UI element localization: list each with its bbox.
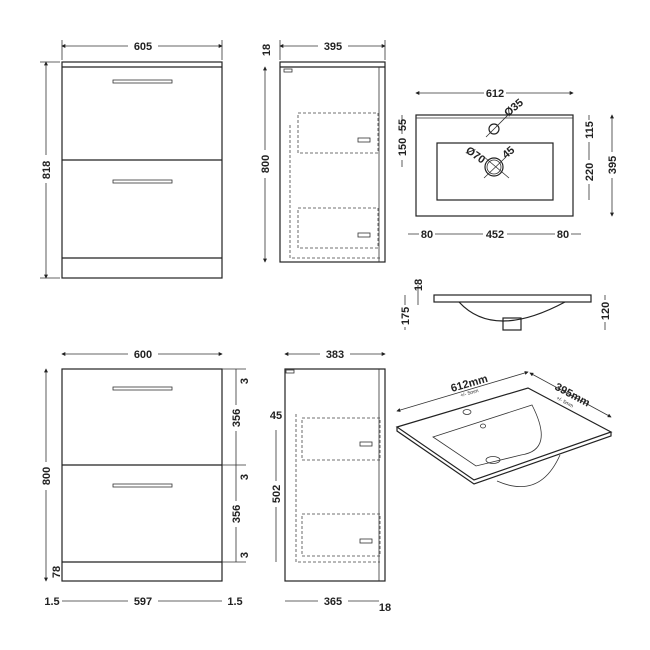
dim-inner-width: 597 bbox=[134, 596, 152, 608]
dim-waste-offset-left: 150 bbox=[397, 138, 409, 156]
dim-gap-top: 3 bbox=[239, 378, 251, 384]
bottom-side-view: 383 45 502 365 18 bbox=[270, 347, 391, 614]
dim-bowl-depth: 120 bbox=[600, 302, 612, 320]
dim-depth: 383 bbox=[326, 349, 344, 361]
basin-section-view: 18 175 120 bbox=[399, 279, 612, 331]
dim-waste: Ø70 bbox=[463, 145, 487, 167]
dim-bowl-depth: 220 bbox=[584, 163, 596, 181]
dim-top-thickness: 18 bbox=[261, 44, 273, 56]
dim-height: 818 bbox=[41, 161, 53, 179]
dim-side-left: 1.5 bbox=[44, 596, 59, 608]
basin-plan-view: Ø35 Ø70 45 612 55 150 115 220 395 80 452… bbox=[396, 87, 619, 241]
top-front-view: 605 818 bbox=[39, 39, 223, 279]
dim-depth: 395 bbox=[324, 41, 342, 53]
dim-drawer-offset: 45 bbox=[270, 410, 282, 422]
dim-bowl-width: 452 bbox=[486, 229, 504, 241]
dim-thickness: 18 bbox=[413, 279, 425, 291]
isometric-basin-view: 612mm +/- 5mm 395mm +/- 5mm bbox=[395, 371, 613, 488]
dim-width-tolerance: +/- 5mm bbox=[460, 388, 479, 399]
drawer-handle bbox=[112, 179, 173, 184]
dim-width: 605 bbox=[134, 41, 152, 53]
dim-tap-hole: Ø35 bbox=[502, 97, 526, 120]
dim-door-thickness: 18 bbox=[379, 602, 391, 614]
dim-width: 600 bbox=[134, 349, 152, 361]
dim-depth: 395 bbox=[607, 156, 619, 174]
dim-gap-bottom: 3 bbox=[239, 552, 251, 558]
bottom-front-view: 600 800 3 356 3 356 3 78 1.5 597 1.5 bbox=[39, 347, 251, 608]
drawer-handle bbox=[112, 386, 173, 391]
dim-margin-right: 80 bbox=[557, 229, 569, 241]
top-side-view: 395 18 800 bbox=[258, 39, 386, 263]
dim-plinth: 78 bbox=[51, 566, 63, 578]
dim-gap-mid: 3 bbox=[239, 474, 251, 480]
dim-height: 800 bbox=[260, 155, 272, 173]
dim-width: 612 bbox=[486, 88, 504, 100]
dim-bowl-offset: 115 bbox=[584, 121, 596, 139]
drawer-handle bbox=[112, 79, 173, 84]
dim-carcass-depth: 365 bbox=[324, 596, 342, 608]
dim-height: 800 bbox=[41, 467, 53, 485]
dim-tap-offset: 55 bbox=[397, 119, 409, 131]
dim-drawer-bottom: 356 bbox=[231, 505, 243, 523]
dim-waste-offset: 45 bbox=[500, 144, 517, 161]
dim-drawer-height: 502 bbox=[271, 485, 283, 503]
dim-margin-left: 80 bbox=[421, 229, 433, 241]
dim-total-depth: 175 bbox=[400, 307, 412, 325]
dim-side-right: 1.5 bbox=[227, 596, 242, 608]
dim-drawer-top: 356 bbox=[231, 409, 243, 427]
drawer-handle bbox=[112, 483, 173, 488]
